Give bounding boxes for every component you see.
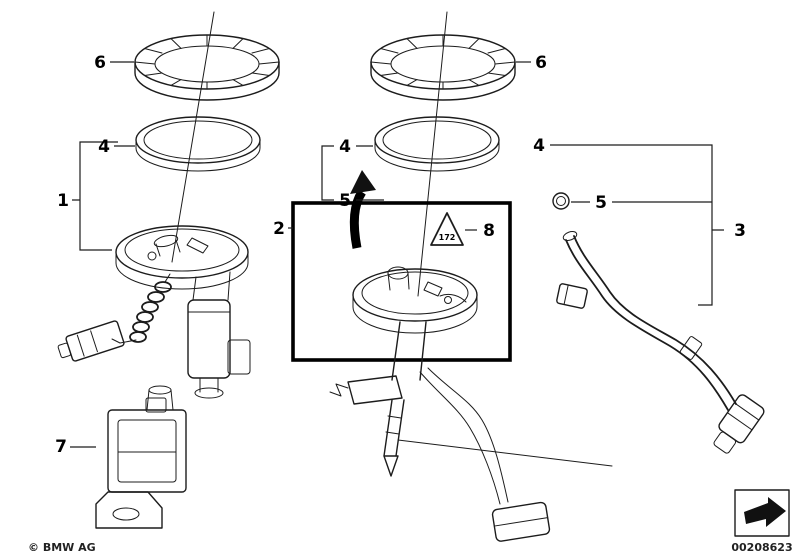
callout-labels: 6 4 1 6 4 5 2 8 4 5 3 7 — [55, 53, 746, 457]
callout-4-left: 4 — [98, 137, 110, 157]
warning-triangle-icon: 172 — [430, 212, 464, 246]
left-assembly-group — [57, 11, 280, 529]
locking-ring-center — [370, 34, 516, 101]
callout-6-center: 6 — [535, 53, 547, 73]
coiled-wire — [111, 273, 172, 344]
sealing-ring-center — [374, 116, 500, 172]
center-axis-line-center — [417, 11, 448, 297]
sensor-wires — [419, 367, 509, 505]
hose-top-cap — [562, 231, 578, 241]
fuel-pump-body — [187, 271, 251, 399]
hose-clamp — [679, 336, 703, 360]
fuel-pump-flange — [115, 225, 249, 290]
callout-5-right: 5 — [595, 193, 607, 213]
direction-arrow-icon — [734, 489, 790, 537]
holder-bracket — [95, 385, 187, 529]
o-ring — [552, 192, 570, 210]
direction-up-arrow — [349, 170, 376, 249]
center-assembly-group: 172 — [291, 11, 613, 542]
part-number: 00208623 — [731, 541, 792, 554]
connector-plug — [57, 320, 125, 362]
callout-7: 7 — [55, 437, 67, 457]
callout-8: 8 — [483, 221, 495, 241]
fuel-hose-outer — [573, 235, 737, 405]
leader-lines — [70, 61, 724, 448]
callout-6-left: 6 — [94, 53, 106, 73]
callout-3: 3 — [734, 221, 746, 241]
right-hose-group — [552, 192, 765, 454]
hose-clip — [556, 283, 588, 309]
callout-5-left: 5 — [339, 191, 351, 211]
sealing-ring-left — [135, 116, 261, 172]
footer: © BMW AG 00208623 — [28, 489, 793, 554]
float — [491, 501, 551, 542]
hose-end-fitting — [713, 394, 765, 454]
fuel-level-sensor-stem — [329, 321, 613, 477]
highlight-box — [291, 201, 512, 362]
warning-triangle-label: 172 — [439, 233, 456, 242]
fuel-level-sender-flange — [352, 266, 478, 334]
float-arm-rod — [397, 439, 613, 467]
locking-ring-left — [134, 34, 280, 101]
fuel-hose-inner — [565, 239, 729, 411]
callout-4-center: 4 — [339, 137, 351, 157]
center-axis-line-left — [171, 11, 215, 263]
callout-2: 2 — [273, 219, 285, 239]
copyright-text: © BMW AG — [28, 541, 96, 554]
callout-1: 1 — [57, 191, 69, 211]
callout-4-right: 4 — [533, 136, 545, 156]
